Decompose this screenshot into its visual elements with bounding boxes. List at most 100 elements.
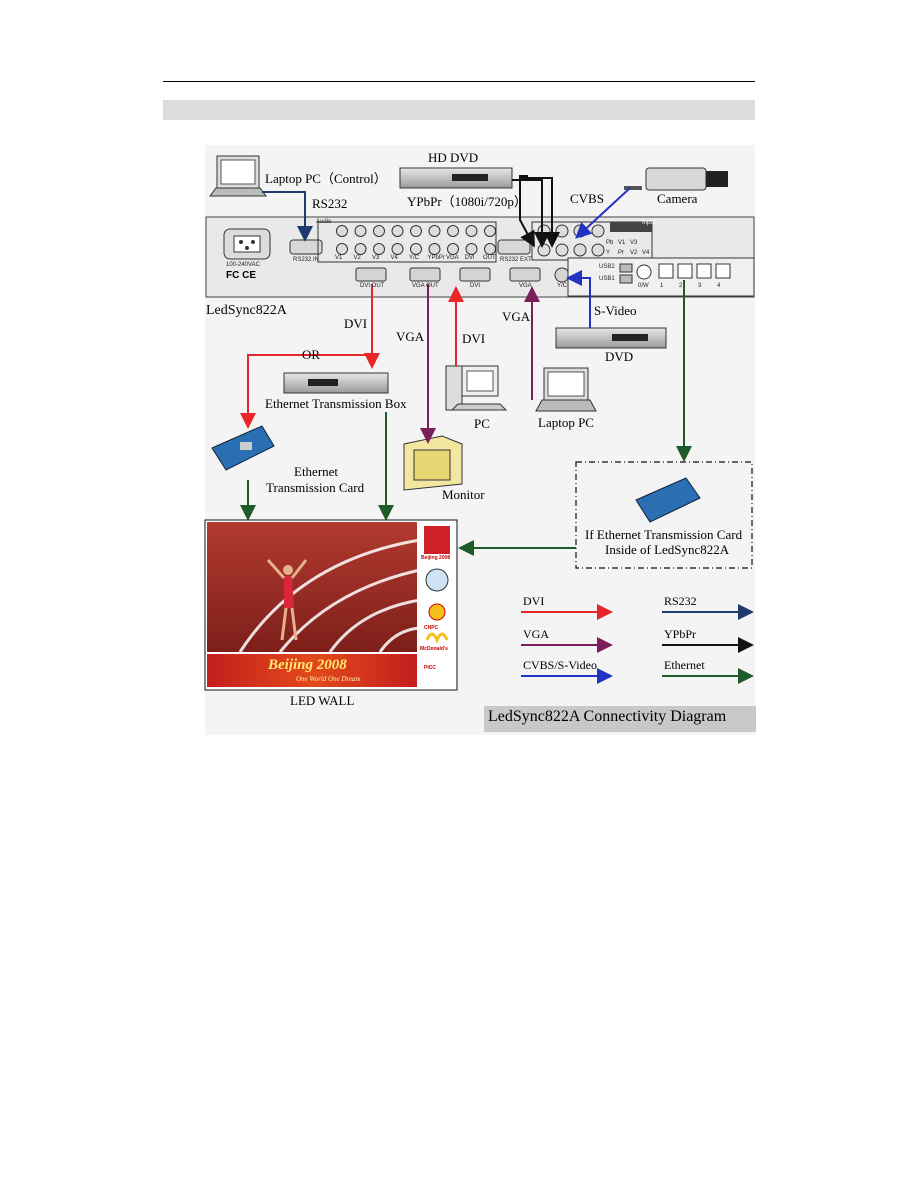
ypbpr-grid-label: Y <box>606 250 611 256</box>
panel-jack <box>354 225 367 237</box>
ypbpr-grid-label: V1 <box>618 240 626 246</box>
jack-label: V3 <box>372 255 380 261</box>
panel-jacks <box>336 225 496 255</box>
eth-card-label-2: Transmission Card <box>266 480 365 495</box>
wall-banner-subtext: One World One Dream <box>296 675 361 683</box>
ethernet-card-icon <box>211 425 275 471</box>
port-label: 3 <box>698 283 702 289</box>
ypbpr-res-label: YPbPr（1080i/720p） <box>407 194 527 209</box>
jack-label: Y/C <box>409 255 420 261</box>
legend-label: YPbPr <box>664 627 697 641</box>
input-label: Input <box>642 220 656 226</box>
sponsor-label: PICC <box>424 665 436 671</box>
legend-lines <box>521 604 754 684</box>
inside-card-label-1: If Ethernet Transmission Card <box>585 527 743 542</box>
panel-jack <box>336 225 348 237</box>
port-label: 1 <box>660 283 664 289</box>
jack-label: DVI <box>464 255 475 261</box>
jack-label: VGA <box>446 255 459 261</box>
ypbpr-grid-label: Pb <box>606 240 614 246</box>
dvi-in-line-label: DVI <box>462 331 486 346</box>
input-jack <box>573 243 587 257</box>
panel-jack <box>336 243 348 255</box>
ypbpr-grid-label: V3 <box>630 240 638 246</box>
laptop-pc-label: Laptop PC <box>538 415 594 430</box>
wall-banner-text: Beijing 2008 <box>268 657 347 673</box>
panel-jack <box>410 225 422 237</box>
panel-jack <box>354 243 367 255</box>
s-video-label: S-Video <box>594 303 637 318</box>
jack-label: V2 <box>353 255 361 261</box>
diagram-title: LedSync822A Connectivity Diagram <box>488 708 727 725</box>
monitor-label: Monitor <box>442 487 485 502</box>
port-label: 2 <box>679 283 683 289</box>
inside-card-label-2: Inside of LedSync822A <box>605 542 730 557</box>
jack-label: V4 <box>390 255 398 261</box>
inside-card-dashed-box <box>575 461 753 569</box>
eth-card-label-1: Ethernet <box>294 464 339 479</box>
panel-jack <box>391 243 404 255</box>
dvi-out-label: DVI OUT <box>360 283 385 289</box>
input-jack <box>591 224 605 238</box>
legend-label: CVBS/S-Video <box>523 658 597 672</box>
input-jack <box>555 243 569 257</box>
vga-out-label: VGA OUT <box>412 283 439 289</box>
panel-jack <box>373 225 385 237</box>
rs232-label: RS232 <box>312 196 348 211</box>
header-rule <box>163 81 755 82</box>
legend-label: RS232 <box>664 594 697 608</box>
dvi-in-label: DVI <box>470 283 481 289</box>
camera-label: Camera <box>657 191 698 206</box>
panel-jack <box>465 225 478 237</box>
power-label: 100-240VAC <box>226 262 260 268</box>
ypbpr-grid-label: V4 <box>642 250 650 256</box>
legend-label: DVI <box>523 594 545 608</box>
laptop-pc-icon <box>535 367 597 412</box>
hd-dvd-label: HD DVD <box>428 150 479 165</box>
or-label: OR <box>302 347 321 362</box>
sponsor-label: McDonald's <box>420 646 448 652</box>
panel-jack <box>484 243 496 255</box>
ypbpr-grid-label: Pr <box>618 250 624 256</box>
dvd-label: DVD <box>605 349 634 364</box>
vga-in-label: VGA <box>519 283 532 289</box>
panel-jack <box>447 225 459 237</box>
sponsor-label: Beijing 2008 <box>421 555 451 561</box>
laptop-control-icon <box>209 155 267 197</box>
cert-label: FC CE <box>226 270 256 281</box>
panel-jack <box>391 225 404 237</box>
rs232-in-label: RS232 IN <box>293 257 320 263</box>
panel-jack <box>428 243 441 255</box>
sponsor-label: CNPC <box>424 625 439 631</box>
device-name: LedSync822A <box>206 303 287 318</box>
jack-label: OUT <box>483 255 496 261</box>
input-jack <box>555 224 569 238</box>
led-wall <box>204 519 458 691</box>
vga-out-line-label: VGA <box>396 329 425 344</box>
legend-label: Ethernet <box>664 658 705 672</box>
runner-figure <box>266 559 308 641</box>
legend-label: VGA <box>523 627 549 641</box>
panel-jack <box>373 243 385 255</box>
hd-dvd-icon <box>399 167 513 189</box>
header-bar <box>163 100 755 120</box>
led-wall-label: LED WALL <box>290 693 355 708</box>
rs232-ext-label: RS232 EXT <box>500 257 532 263</box>
ethernet-card-inside-icon <box>635 477 701 523</box>
vga-in-line-label: VGA <box>502 309 531 324</box>
pc-icon <box>445 365 508 411</box>
ypbpr-grid-label: V2 <box>630 250 638 256</box>
port-label: 0/W <box>638 283 649 289</box>
audio-label: Audio <box>316 219 332 225</box>
panel-jack <box>410 243 422 255</box>
jack-label: YPbPr <box>427 255 445 261</box>
dvd-player-icon <box>555 327 667 349</box>
usb2-label: USB2 <box>599 264 615 270</box>
pc-label: PC <box>474 416 490 431</box>
ethernet-transmission-box-icon <box>283 372 389 394</box>
eth-box-label: Ethernet Transmission Box <box>265 396 407 411</box>
dvi-out-line-label: DVI <box>344 316 368 331</box>
usb1-label: USB1 <box>599 276 615 282</box>
input-jack <box>537 243 551 257</box>
